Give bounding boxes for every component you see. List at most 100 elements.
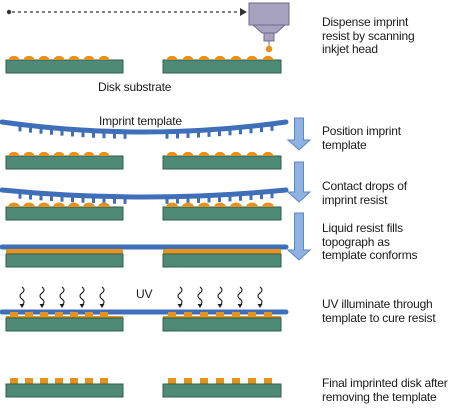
- template-tooth: [207, 197, 211, 203]
- template-tooth: [81, 132, 85, 138]
- resist-drop: [68, 55, 80, 60]
- template-tooth: [113, 133, 116, 139]
- template-tooth: [207, 131, 211, 137]
- template-teeth: [18, 125, 274, 139]
- resist-base: [6, 316, 123, 318]
- resist-pattern: [6, 312, 281, 318]
- wavy-arrow-icon: [19, 286, 25, 308]
- substrate-left: [5, 317, 124, 332]
- resist-drop: [166, 151, 178, 156]
- template-tooth: [60, 130, 64, 136]
- down-arrow-icon: [286, 212, 312, 261]
- resist-feature: [55, 378, 63, 384]
- substrate-right: [162, 253, 282, 268]
- template-tooth: [71, 197, 74, 203]
- resist-drop: [83, 55, 95, 60]
- template-tooth: [92, 198, 95, 204]
- substrate-right: [162, 206, 282, 221]
- resist-drop: [230, 55, 242, 60]
- resist-drop: [246, 55, 258, 60]
- disk-substrate: [5, 206, 124, 221]
- resist-drop: [23, 202, 35, 207]
- template-tooth: [18, 193, 22, 199]
- wavy-arrow-icon: [79, 286, 85, 308]
- wavy-arrow-icon: [39, 286, 45, 308]
- resist-drop: [214, 202, 226, 207]
- resist-drops: [8, 55, 274, 60]
- resist-drop: [38, 55, 50, 60]
- resist-drop: [166, 55, 178, 60]
- template-tooth: [39, 128, 43, 134]
- template-tooth: [249, 128, 253, 134]
- template-tooth: [60, 196, 64, 202]
- resist-feature: [100, 312, 108, 318]
- wavy-arrow-icon: [217, 286, 223, 308]
- resist-drop: [8, 55, 20, 60]
- template-tooth: [123, 198, 127, 204]
- resist-drop: [68, 202, 80, 207]
- resist-drop: [182, 55, 194, 60]
- template-tooth: [102, 198, 106, 204]
- resist-drops: [8, 202, 274, 207]
- disk-substrate-label: Disk substrate: [98, 80, 172, 94]
- step-3-label: Contact drops of imprint resist: [322, 179, 407, 207]
- resist-feature: [232, 312, 240, 318]
- scan-path-arrow: [6, 8, 247, 16]
- disk-substrate: [162, 59, 282, 74]
- template-tooth: [270, 125, 274, 131]
- template-tooth: [92, 132, 95, 138]
- resist-feature: [55, 312, 63, 318]
- resist-drop: [198, 202, 210, 207]
- step-6-label: Final imprinted disk after removing the …: [322, 376, 448, 404]
- imprint-template: [0, 119, 289, 135]
- resist-feature: [248, 312, 256, 318]
- template-tooth: [165, 198, 169, 204]
- resist-drop: [98, 55, 110, 60]
- step-5-label: UV illuminate through template to cure r…: [322, 297, 436, 325]
- template-tooth: [29, 194, 32, 200]
- resist-feature: [85, 378, 93, 384]
- substrate-left: [5, 206, 124, 221]
- resist-feature: [200, 378, 208, 384]
- template-tooth: [260, 194, 263, 200]
- resist-feature: [40, 378, 48, 384]
- resist-feature: [216, 312, 224, 318]
- template-tooth: [18, 126, 22, 132]
- resist-drop: [53, 202, 65, 207]
- resist-drop: [214, 55, 226, 60]
- resist-drop: [246, 151, 258, 156]
- template-tooth: [165, 133, 169, 139]
- resist-feature: [10, 378, 18, 384]
- template-tooth: [71, 131, 74, 137]
- template-tooth: [197, 132, 200, 138]
- template-tooth: [228, 130, 232, 136]
- disk-substrate: [162, 317, 282, 332]
- template-tooth: [123, 133, 127, 139]
- down-arrow-icon: [286, 117, 312, 151]
- template-tooth: [29, 127, 32, 133]
- resist-drop: [68, 151, 80, 156]
- wavy-arrow-icon: [99, 286, 105, 308]
- resist-feature: [200, 312, 208, 318]
- wavy-arrow-icon: [257, 286, 263, 308]
- resist-drop: [198, 55, 210, 60]
- resist-drop: [182, 151, 194, 156]
- disk-substrate: [5, 59, 124, 74]
- resist-feature: [264, 312, 272, 318]
- template-tooth: [239, 195, 242, 201]
- disk-substrate: [162, 383, 282, 398]
- resist-drop: [262, 151, 274, 156]
- template-tooth: [176, 198, 179, 204]
- uv-rays: [19, 286, 263, 308]
- substrate-left: [5, 155, 124, 170]
- resist-feature: [216, 378, 224, 384]
- resist-drop: [262, 202, 274, 207]
- step-3-contact: [0, 187, 289, 221]
- resist-drop: [23, 151, 35, 156]
- down-arrow-icon: [286, 161, 312, 203]
- disk-substrate: [162, 155, 282, 170]
- resist-drop: [38, 151, 50, 156]
- resist-feature: [168, 378, 176, 384]
- resist-feature: [264, 378, 272, 384]
- template-tooth: [102, 133, 106, 139]
